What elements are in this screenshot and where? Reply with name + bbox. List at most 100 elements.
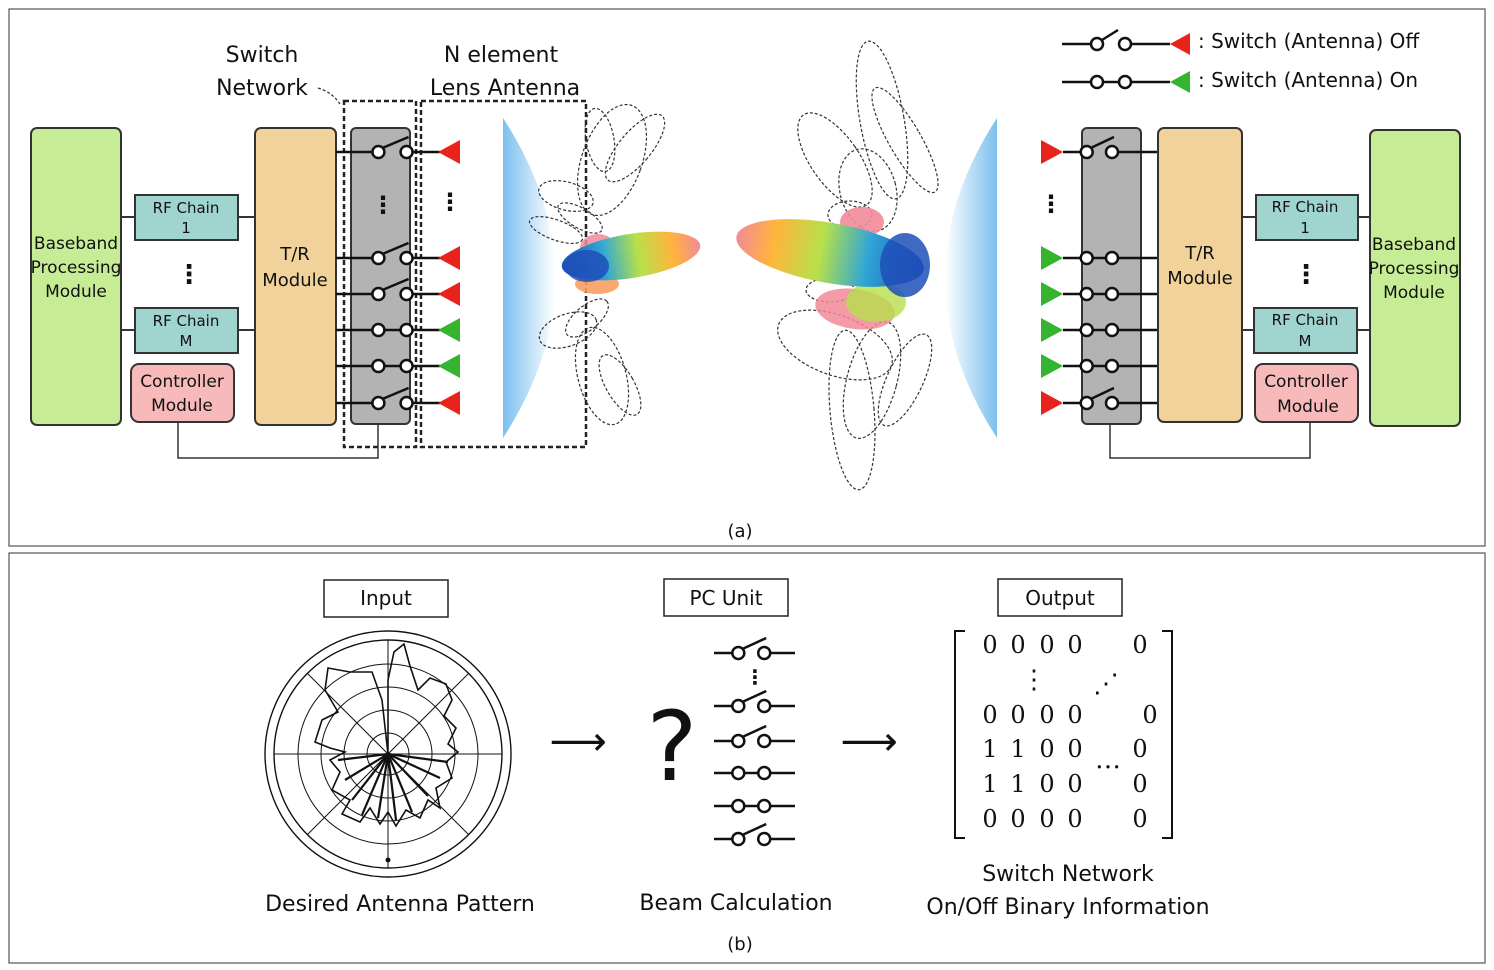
controller-module-right (1254, 363, 1359, 423)
switch-network-label-2: Network (216, 76, 308, 101)
pc-switch-3 (714, 724, 795, 749)
antenna-left-5 (438, 354, 460, 378)
right-receiver: ⋮ T/R Module RF Chain 1 ⋮ RF Chain M Con… (736, 40, 1461, 491)
antenna-right-3 (1041, 282, 1063, 306)
pc-unit-box (663, 578, 789, 617)
matrix-cell: 0 (1039, 805, 1054, 833)
switch-row-left-2 (336, 241, 460, 270)
legend-switch-on-icon (1062, 71, 1190, 93)
switch-row-right-1 (1041, 135, 1158, 164)
matrix-vdots: ⋮ (1021, 665, 1047, 695)
baseband-label-left-1: Baseband (34, 234, 118, 254)
matrix-cell: 1 (982, 770, 997, 798)
switch-row-right-3 (1041, 282, 1158, 306)
baseband-label-left-2: Processing (31, 258, 122, 278)
matrix-cell: 0 (1132, 805, 1147, 833)
pc-unit-label: PC Unit (689, 586, 762, 610)
matrix-ddots: ⋰ (1093, 669, 1119, 699)
input-caption: Desired Antenna Pattern (265, 892, 535, 917)
antenna-right-5 (1041, 354, 1063, 378)
baseband-label-right-3: Module (1383, 283, 1445, 303)
antenna-left-2 (438, 246, 460, 270)
switch-row-left-1 (336, 135, 460, 164)
antenna-dots-left: ⋮ (438, 188, 462, 216)
arrow-input-to-pc: ⟶ (549, 719, 606, 765)
switch-network-label-1: Switch (226, 43, 299, 68)
pc-switch-dots: ⋮ (745, 665, 765, 689)
antenna-dots-right: ⋮ (1039, 190, 1063, 218)
panel-b-label: (b) (727, 934, 752, 955)
switch-row-left-5 (336, 354, 460, 378)
matrix-cell: 1 (1010, 735, 1025, 763)
legend-switch-off-label: : Switch (Antenna) Off (1198, 29, 1420, 53)
rf-chain-m-label-left: RF Chain (153, 312, 220, 330)
baseband-label-right-1: Baseband (1372, 235, 1456, 255)
input-box (323, 579, 449, 618)
rf-chain-1-label-left: RF Chain (153, 199, 220, 217)
baseband-module-left (30, 127, 122, 426)
pc-switch-4 (714, 765, 795, 781)
controller-label-right-2: Module (1277, 397, 1339, 417)
rf-dots-left: ⋮ (176, 260, 202, 290)
output-label: Output (1025, 586, 1095, 610)
beam-pattern-right (736, 40, 939, 491)
rf-chain-1-label-right: RF Chain (1272, 198, 1339, 216)
antenna-right-2 (1041, 246, 1063, 270)
legend-switch-off-icon (1062, 28, 1190, 55)
rf-chain-1-num-right: 1 (1300, 219, 1310, 237)
tr-module-right (1157, 127, 1243, 423)
tr-label-right-1: T/R (1184, 243, 1215, 264)
matrix-cell: 0 (1010, 805, 1025, 833)
matrix-cell: 1 (1010, 770, 1025, 798)
controller-module-left (130, 363, 235, 423)
antenna-left-1 (438, 140, 460, 164)
matrix-cell: 0 (982, 701, 997, 729)
pc-switch-1 (714, 636, 795, 661)
pc-switch-column (714, 636, 795, 847)
switch-row-right-5 (1041, 354, 1158, 378)
antenna-left-3 (438, 282, 460, 306)
output-caption-1: Switch Network (982, 862, 1154, 887)
baseband-module-right (1369, 129, 1461, 427)
matrix-cell: 0 (982, 805, 997, 833)
antenna-right-6 (1041, 391, 1063, 415)
lens-right (945, 118, 997, 438)
matrix-cell: 0 (982, 631, 997, 659)
input-label: Input (360, 586, 412, 610)
pc-switch-5 (714, 798, 795, 814)
polar-pattern-trace (314, 642, 460, 828)
baseband-label-right-2: Processing (1369, 259, 1460, 279)
matrix-cell: 0 (1067, 770, 1082, 798)
rf-chain-m-num-right: M (1299, 332, 1312, 350)
switch-row-left-4 (336, 318, 460, 342)
question-mark-icon: ? (647, 691, 698, 803)
matrix-cell: 0 (1142, 701, 1157, 729)
matrix-cell: 0 (1067, 735, 1082, 763)
matrix-cell: 0 (1039, 770, 1054, 798)
switch-bank-left (350, 127, 411, 425)
lens-left (503, 118, 555, 438)
legend-switch-on-label: : Switch (Antenna) On (1198, 68, 1418, 92)
tr-label-left-1: T/R (279, 244, 310, 265)
switch-row-left-3 (336, 277, 460, 306)
switch-rows-left (336, 135, 460, 415)
switch-row-right-6 (1041, 386, 1158, 415)
rf-chain-1-right (1255, 194, 1359, 241)
switch-row-right-4 (1041, 318, 1158, 342)
beam-pattern-left (528, 103, 701, 426)
matrix-cell: 0 (1067, 631, 1082, 659)
lens-antenna-label-1: N element (444, 43, 559, 68)
pc-caption: Beam Calculation (639, 891, 832, 916)
panel-b-frame (8, 552, 1486, 964)
matrix-cell: 1 (982, 735, 997, 763)
pc-switch-2 (714, 689, 795, 714)
switch-row-left-6 (336, 386, 460, 415)
rf-chain-m-num-left: M (180, 332, 193, 350)
switch-network-dashed-box (342, 99, 418, 449)
tr-module-left (254, 127, 337, 426)
controller-label-right-1: Controller (1264, 372, 1348, 392)
output-box (997, 578, 1123, 617)
